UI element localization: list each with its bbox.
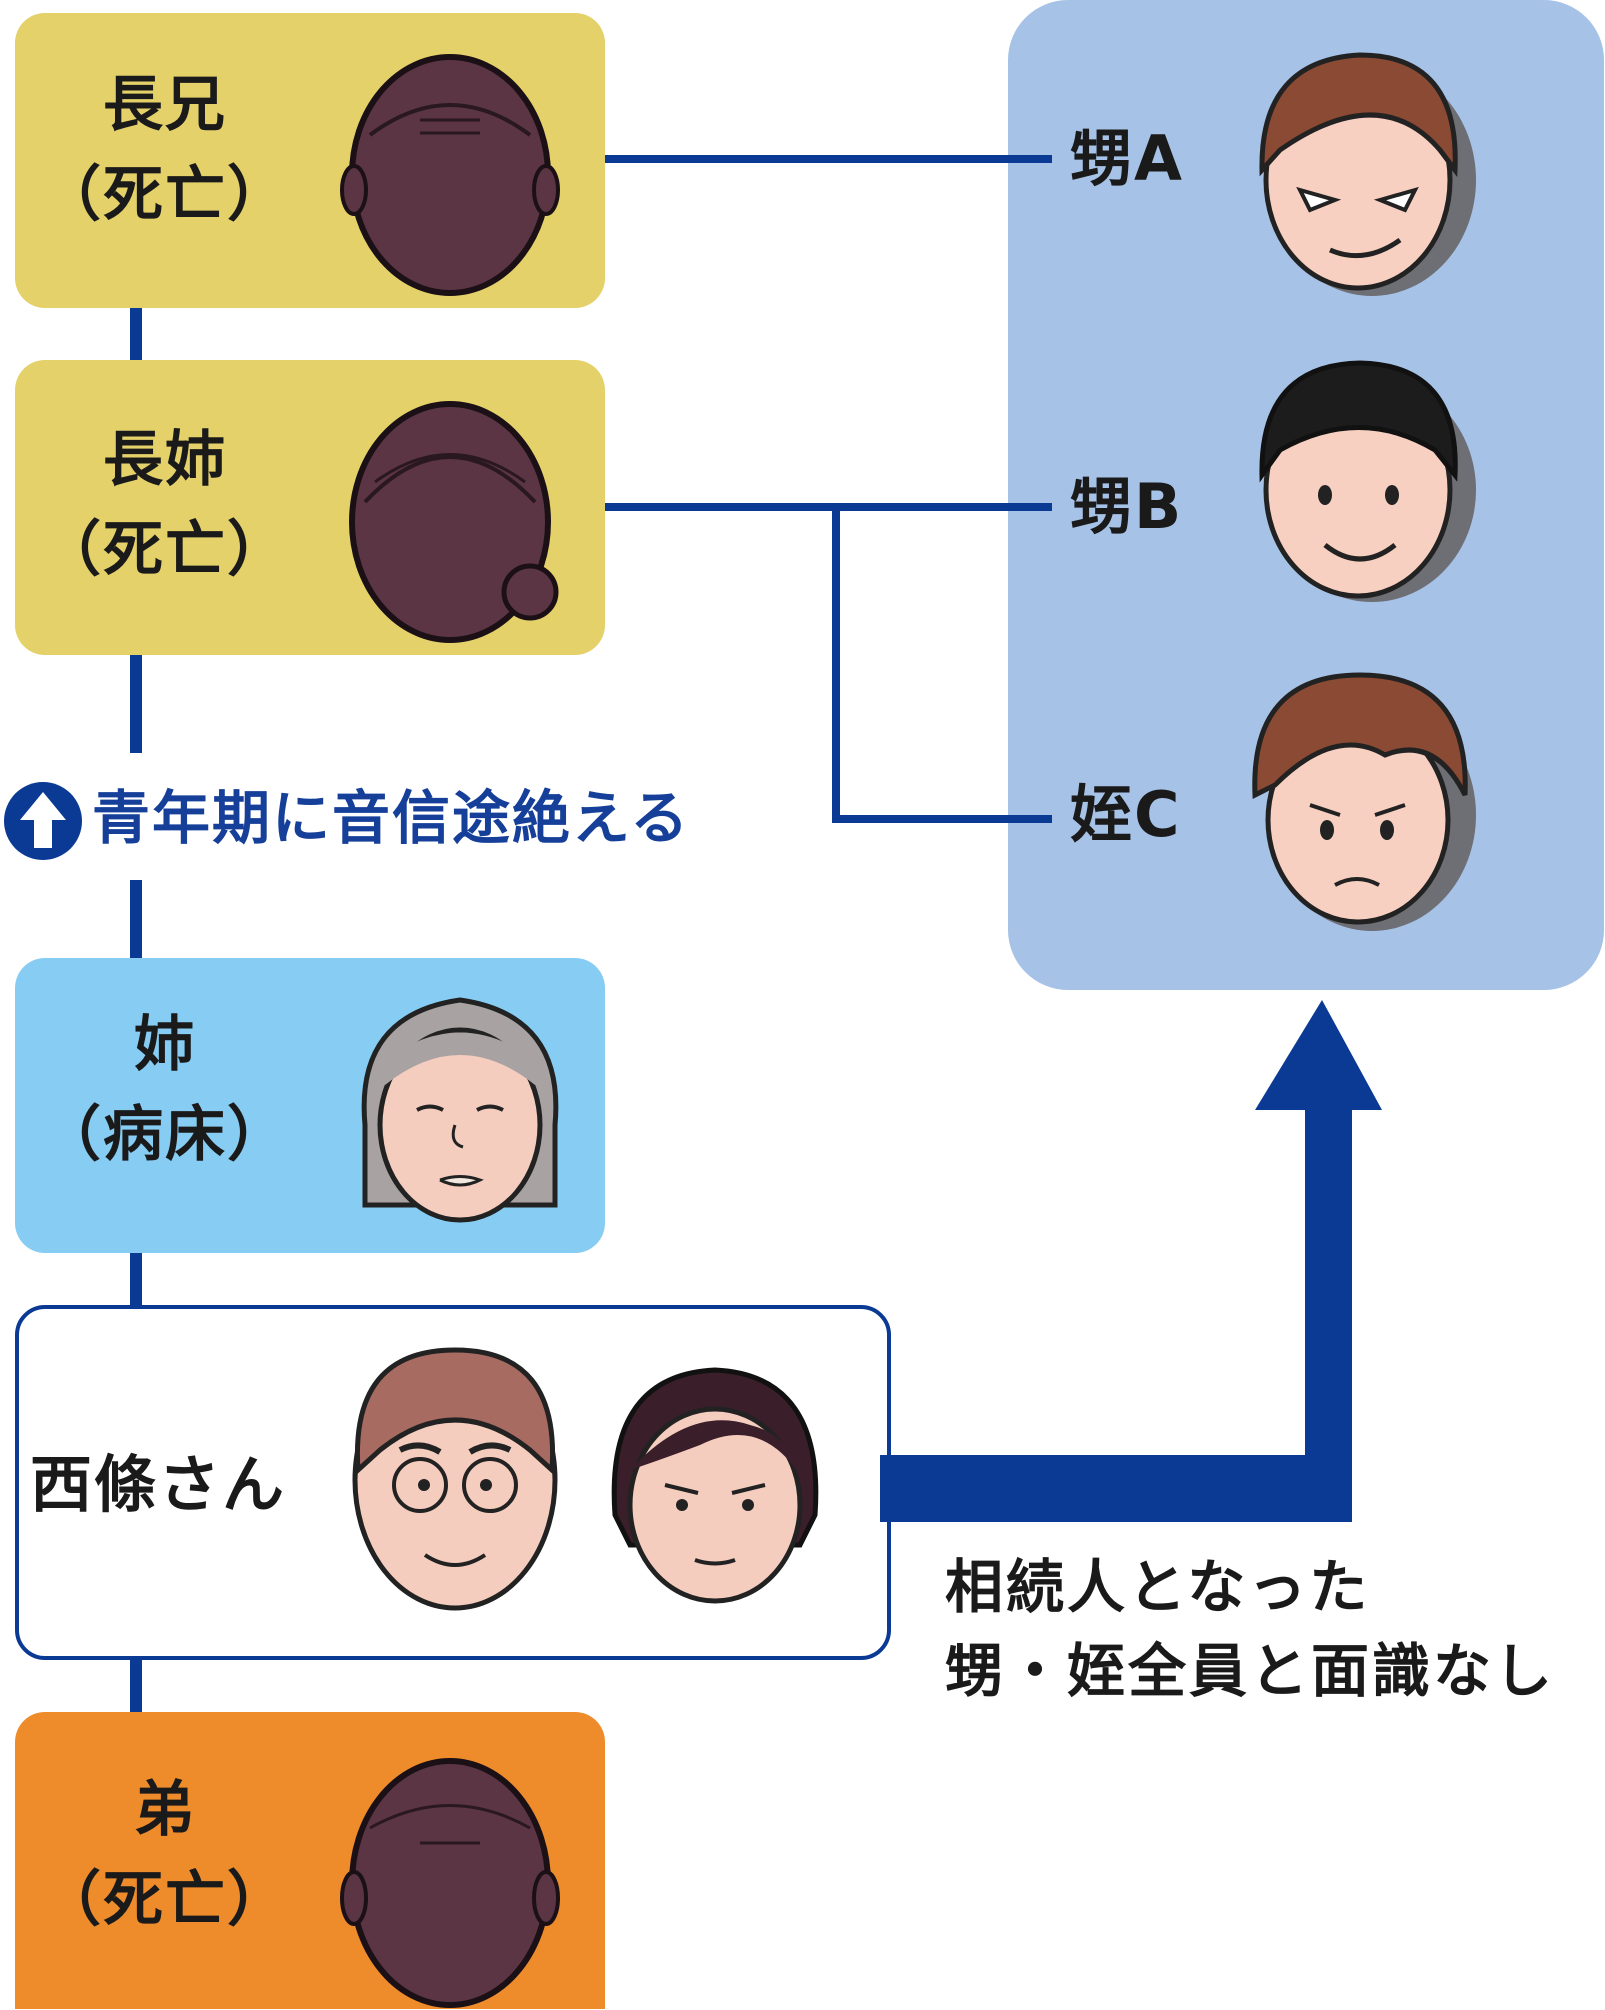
- younger-brother-label: 弟 （死亡）: [40, 1765, 290, 1945]
- vertical-link-5: [130, 1660, 142, 1712]
- younger-brother-status: （死亡）: [41, 1865, 289, 1935]
- sister-status: （病床）: [41, 1100, 289, 1170]
- younger-brother-back-of-head-icon: [340, 1758, 560, 2008]
- niece-c-face-icon: [1252, 672, 1476, 931]
- younger-brother-name: 弟: [134, 1775, 196, 1845]
- self-name: 西條さん: [30, 1448, 287, 1521]
- up-arrow-circle-icon: [4, 782, 82, 860]
- eldest-sister-back-of-head-icon: [349, 401, 559, 643]
- vertical-link-3: [130, 880, 142, 958]
- connector-b-to-c-vertical: [832, 503, 840, 823]
- saijo-husband-face-icon: [352, 1347, 558, 1611]
- vertical-link-1: [130, 308, 142, 360]
- nephew-a-label: 甥A: [1070, 122, 1184, 195]
- caption-line-2: 甥・姪全員と面識なし: [945, 1637, 1556, 1705]
- vertical-link-4: [130, 1253, 142, 1305]
- sister-face-icon: [361, 997, 559, 1223]
- eldest-brother-back-of-head-icon: [340, 54, 560, 296]
- caption: 相続人となった 甥・姪全員と面識なし: [945, 1545, 1555, 1713]
- eldest-brother-status: （死亡）: [41, 160, 289, 230]
- connector-brother-to-a: [605, 155, 1052, 163]
- niece-c-label: 姪C: [1070, 778, 1182, 851]
- sister-name: 姉: [134, 1010, 196, 1080]
- lost-contact-note: 青年期に音信途絶える: [92, 784, 691, 852]
- connector-sister-to-b: [605, 503, 1052, 511]
- nephew-b-label: 甥B: [1070, 470, 1184, 543]
- eldest-sister-label: 長姉 （死亡）: [40, 415, 290, 595]
- caption-line-1: 相続人となった: [945, 1553, 1371, 1621]
- eldest-brother-label: 長兄 （死亡）: [40, 60, 290, 240]
- sister-label: 姉 （病床）: [40, 1000, 290, 1180]
- eldest-sister-status: （死亡）: [41, 515, 289, 585]
- vertical-link-2: [130, 655, 142, 753]
- nephew-a-face-icon: [1259, 52, 1476, 296]
- eldest-brother-name: 長兄: [103, 70, 227, 140]
- connector-to-c: [832, 815, 1052, 823]
- inheritance-arrow: [880, 1000, 1382, 1522]
- nephew-b-face-icon: [1259, 360, 1476, 602]
- saijo-wife-face-icon: [611, 1367, 819, 1604]
- eldest-sister-name: 長姉: [103, 425, 227, 495]
